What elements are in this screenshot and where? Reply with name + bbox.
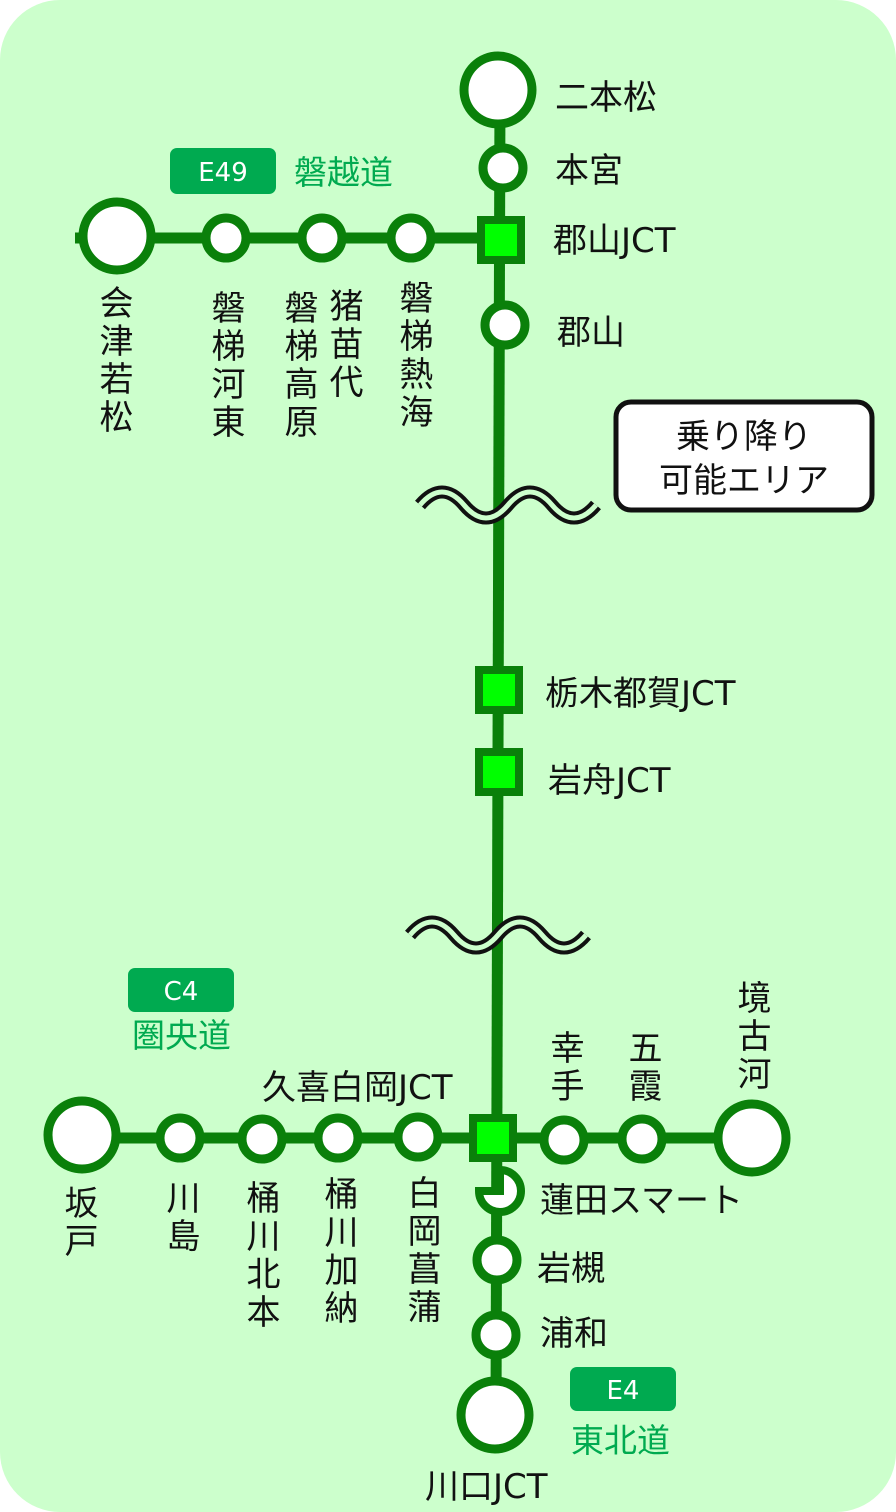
label-iwatsuki: 岩槻 bbox=[537, 1249, 605, 1289]
e49-badge bbox=[170, 148, 276, 194]
e4-badge-text: E4 bbox=[607, 1376, 640, 1406]
station-bandai-atami[interactable] bbox=[386, 213, 436, 263]
station-goka[interactable] bbox=[617, 1114, 667, 1164]
label-inawashiro: 猪苗代 bbox=[323, 288, 363, 402]
label-shiraoka-shobu: 白岡菖蒲 bbox=[401, 1175, 441, 1327]
station-hasuda-smart[interactable] bbox=[474, 1165, 525, 1216]
e4-route-name: 東北道 bbox=[571, 1421, 670, 1460]
station-bandai-kogen[interactable] bbox=[297, 213, 347, 263]
jct-koriyama[interactable] bbox=[477, 216, 525, 264]
e49-route-name: 磐越道 bbox=[294, 153, 393, 192]
c4-badge-text: C4 bbox=[164, 977, 199, 1007]
e4-badge bbox=[570, 1367, 676, 1411]
station-sakado[interactable] bbox=[43, 1096, 121, 1174]
station-kawaguchi-jct[interactable] bbox=[456, 1376, 534, 1454]
label-hasuda-smart: 蓮田スマート bbox=[540, 1181, 743, 1221]
label-aizuwakamatsu: 会津若松 bbox=[93, 285, 133, 437]
station-aizuwakamatsu[interactable] bbox=[78, 197, 156, 275]
station-okegawa-kano[interactable] bbox=[313, 1113, 363, 1163]
label-bandai-atami: 磐梯熱海 bbox=[393, 280, 433, 432]
label-goka: 五霞 bbox=[622, 1030, 662, 1106]
station-okegawa-kitamoto[interactable] bbox=[237, 1114, 287, 1164]
label-iwafune-jct: 岩舟JCT bbox=[548, 761, 671, 801]
label-koriyama: 郡山 bbox=[557, 313, 625, 353]
c4-route-name: 圏央道 bbox=[132, 1016, 231, 1055]
station-koriyama[interactable] bbox=[480, 300, 530, 350]
label-kawaguchi-jct: 川口JCT bbox=[425, 1467, 548, 1507]
station-kawajima[interactable] bbox=[155, 1113, 205, 1163]
station-sakaikoga[interactable] bbox=[713, 1099, 791, 1177]
station-satte[interactable] bbox=[539, 1115, 589, 1165]
label-nihonmatsu: 二本松 bbox=[555, 78, 657, 118]
label-bandai-kogen: 磐梯高原 bbox=[278, 290, 318, 442]
station-urawa[interactable] bbox=[471, 1310, 521, 1360]
label-tochigi-tsuga-jct: 栃木都賀JCT bbox=[545, 674, 736, 714]
legend-line1: 乗り降り bbox=[676, 417, 812, 457]
label-koriyama-jct: 郡山JCT bbox=[553, 221, 676, 261]
jct-iwafune[interactable] bbox=[475, 748, 523, 796]
label-satte: 幸手 bbox=[544, 1030, 584, 1106]
station-nihonmatsu[interactable] bbox=[459, 51, 537, 129]
label-okegawa-kitamoto: 桶川北本 bbox=[240, 1180, 280, 1332]
station-motomiya[interactable] bbox=[478, 143, 528, 193]
label-kuki-shiraoka-jct: 久喜白岡JCT bbox=[262, 1068, 453, 1108]
label-okegawa-kano: 桶川加納 bbox=[318, 1176, 358, 1328]
jct-kuki-shiraoka[interactable] bbox=[469, 1114, 517, 1162]
station-bandai-kawahigashi[interactable] bbox=[201, 213, 251, 263]
label-kawajima: 川島 bbox=[160, 1180, 200, 1256]
legend-line2: 可能エリア bbox=[659, 461, 829, 501]
station-iwatsuki[interactable] bbox=[472, 1235, 522, 1285]
label-urawa: 浦和 bbox=[540, 1314, 608, 1354]
label-bandai-kawahigashi: 磐梯河東 bbox=[205, 290, 245, 442]
c4-badge bbox=[128, 968, 234, 1012]
break-mark-upper bbox=[415, 485, 601, 525]
label-sakado: 坂戸 bbox=[58, 1185, 98, 1261]
label-sakaikoga: 境古河 bbox=[731, 980, 771, 1094]
e49-badge-text: E49 bbox=[198, 158, 248, 188]
label-motomiya: 本宮 bbox=[555, 151, 623, 191]
jct-tochigi-tsuga[interactable] bbox=[475, 666, 523, 714]
break-mark-lower bbox=[405, 915, 591, 955]
boarding-area-legend bbox=[613, 399, 875, 513]
station-shiraoka-shobu[interactable] bbox=[393, 1112, 443, 1162]
